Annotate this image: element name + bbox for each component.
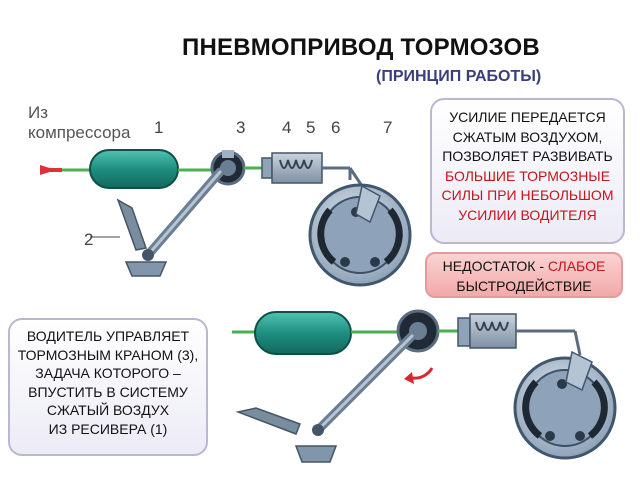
part-number-6: 6 — [331, 118, 341, 137]
drawback-callout: НЕДОСТАТОК - СЛАБОЕ БЫСТРОДЕЙСТВИЕ — [425, 252, 623, 298]
brake-shoe — [522, 379, 543, 439]
drawback-highlight: СЛАБОЕ — [547, 258, 606, 274]
callout-line: ЗАДАЧА КОТОРОГО – — [35, 365, 181, 381]
brake-pedal — [116, 198, 147, 251]
part-number-5: 5 — [306, 118, 316, 137]
callout-line: УСИЛИЕ ПЕРЕДАЕТСЯ — [449, 109, 606, 125]
brake-cam-lever — [355, 184, 381, 224]
source-label-line: компрессора — [28, 123, 131, 142]
callout-line: ПОЗВОЛЯЕТ РАЗВИВАТЬ — [442, 148, 613, 164]
spring-icon — [475, 321, 509, 331]
drawback-prefix: НЕДОСТАТОК - — [442, 258, 548, 274]
brake-pedal — [235, 407, 301, 435]
top-system — [40, 149, 412, 287]
callout-highlight-line: УСИЛИИ ВОДИТЕЛЯ — [458, 206, 597, 223]
brake-shoe — [317, 207, 337, 265]
source-label: Из компрессора — [28, 103, 130, 143]
part-number-2: 2 — [84, 230, 94, 249]
rotation-arrow-icon — [411, 367, 434, 380]
brake-chamber — [469, 313, 517, 349]
receiver-tank — [89, 149, 179, 189]
callout-line: ИЗ РЕСИВЕРА (1) — [48, 420, 168, 437]
brake-cam-lever — [565, 350, 593, 392]
drawback-line-2: БЫСТРОДЕЙСТВИЕ — [456, 277, 592, 294]
advantage-callout: УСИЛИЕ ПЕРЕДАЕТСЯ СЖАТЫМ ВОЗДУХОМ, ПОЗВО… — [430, 98, 625, 244]
part-number-4: 4 — [282, 118, 292, 137]
brake-shoe — [587, 379, 608, 439]
part-number-7: 7 — [383, 118, 393, 137]
source-label-line: Из — [28, 103, 49, 122]
driver-callout: ВОДИТЕЛЬ УПРАВЛЯЕТ ТОРМОЗНЫМ КРАНОМ (3),… — [8, 318, 208, 456]
callout-line: ВОДИТЕЛЬ УПРАВЛЯЕТ — [26, 328, 190, 344]
callout-highlight-line: БОЛЬШИЕ ТОРМОЗНЫЕ — [444, 167, 611, 184]
callout-line: ВПУСТИТЬ В СИСТЕМУ — [28, 383, 188, 400]
callout-line: ТОРМОЗНЫМ КРАНОМ (3), — [17, 346, 199, 363]
page-subtitle: (ПРИНЦИП РАБОТЫ) — [376, 68, 542, 85]
spring-icon — [279, 159, 313, 169]
brake-chamber — [271, 152, 323, 184]
part-number-3: 3 — [236, 118, 246, 137]
bottom-system — [232, 309, 617, 463]
drawback-line-1: НЕДОСТАТОК - СЛАБОЕ — [427, 257, 621, 277]
part-number-1: 1 — [154, 118, 164, 137]
callout-highlight-line: СИЛЫ ПРИ НЕБОЛЬШОМ — [441, 187, 614, 203]
receiver-tank — [254, 311, 352, 355]
page-title: ПНЕВМОПРИВОД ТОРМОЗОВ — [182, 34, 540, 61]
callout-line: СЖАТЫМ ВОЗДУХОМ, — [452, 128, 603, 145]
brake-shoe — [383, 207, 403, 265]
callout-line: СЖАТЫЙ ВОЗДУХ — [46, 402, 170, 418]
